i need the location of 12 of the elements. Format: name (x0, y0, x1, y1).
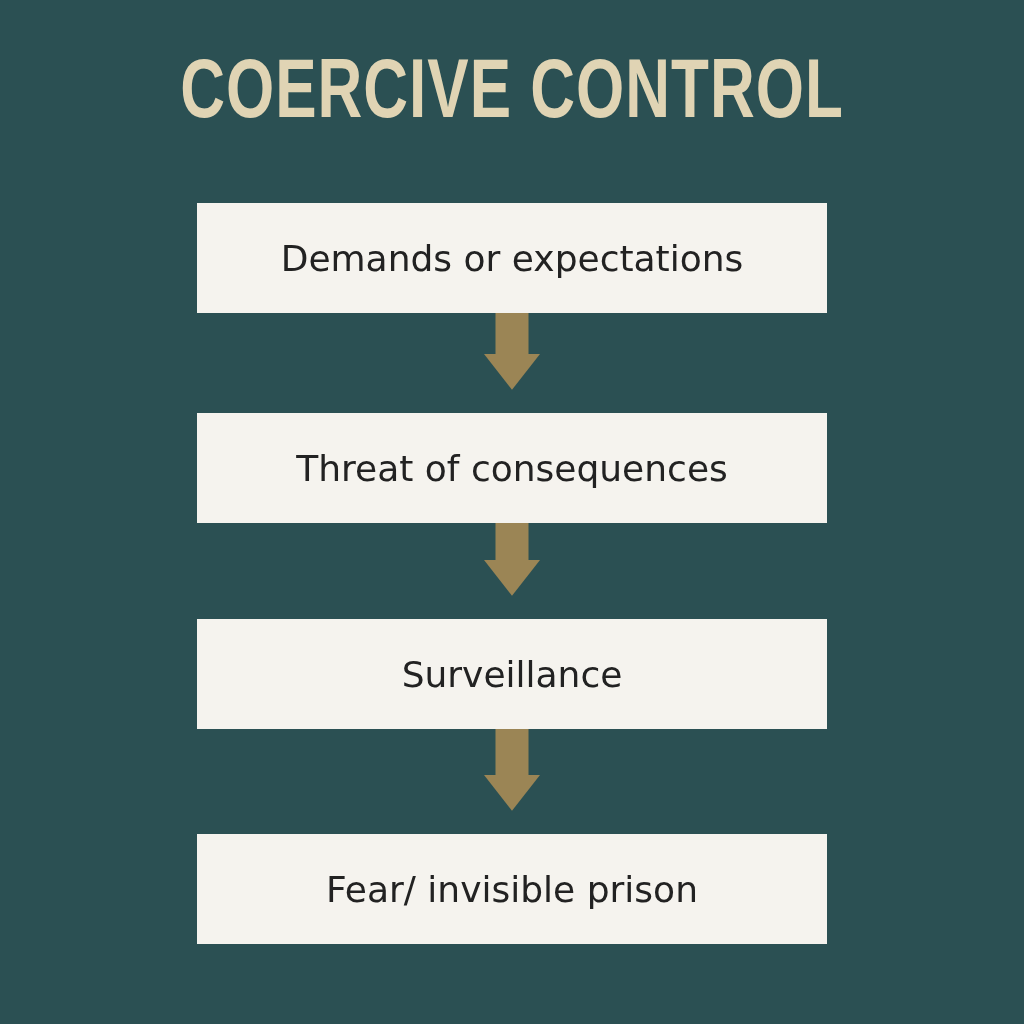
step-text: Surveillance (401, 653, 623, 695)
step-box (197, 834, 827, 944)
arrow (484, 729, 540, 811)
title: COERCIVE CONTROL (180, 40, 844, 136)
step-text: Fear/ invisible prison (326, 868, 698, 910)
step-box (197, 203, 827, 313)
arrow (484, 523, 540, 596)
step-text: Threat of consequences (296, 447, 728, 489)
arrow (484, 313, 540, 390)
step-text: Demands or expectations (280, 237, 744, 279)
step-box (197, 619, 827, 729)
step-box (197, 413, 827, 523)
